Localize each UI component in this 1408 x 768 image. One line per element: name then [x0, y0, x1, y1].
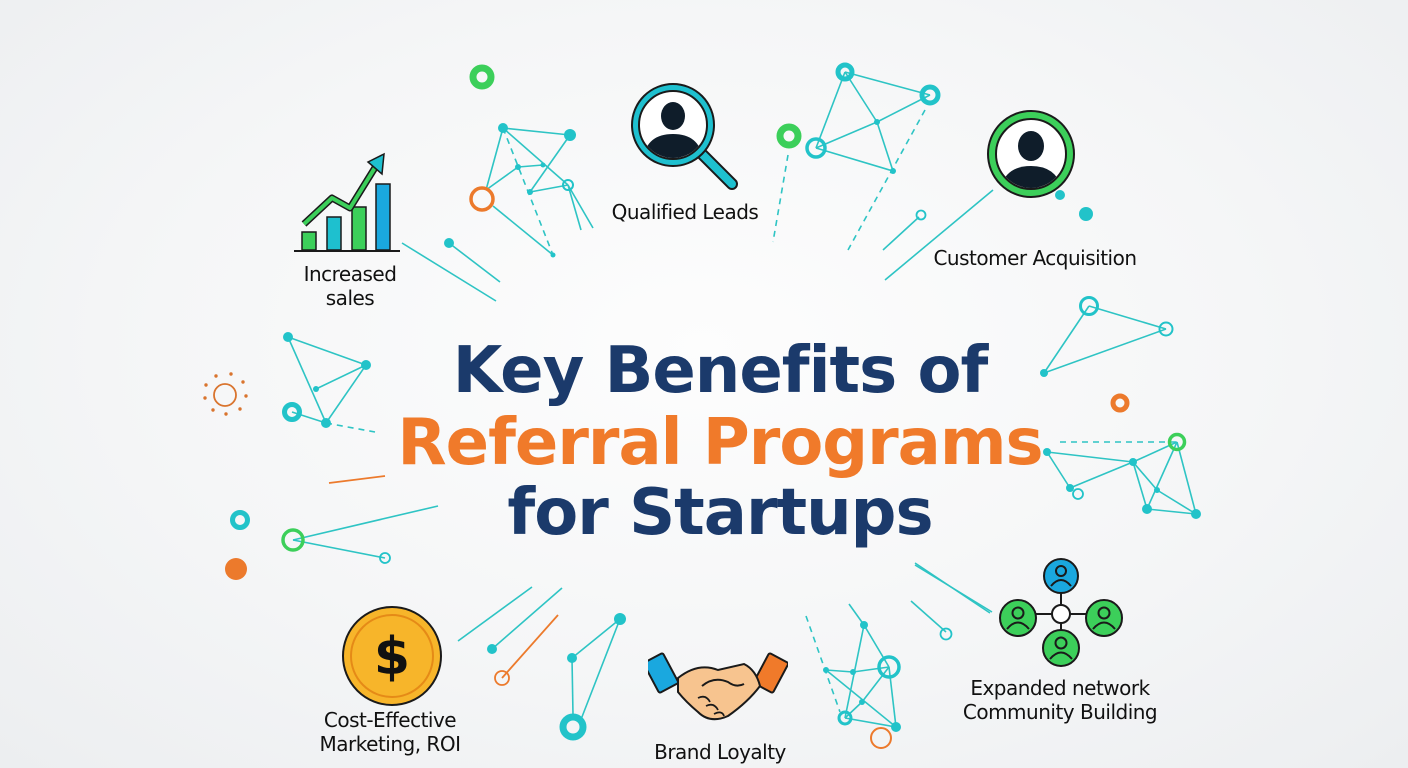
label-line: Community Building — [962, 700, 1158, 724]
label-line: Increased — [303, 262, 397, 286]
title-line-2: Referral Programs — [397, 406, 1043, 480]
label-line: Cost-Effective — [323, 708, 457, 732]
benefit-label-expanded-network: Expanded network Community Building — [945, 676, 1175, 724]
label-line: Marketing, ROI — [319, 732, 461, 756]
title-line-1: Key Benefits of — [452, 334, 989, 408]
person-circle-icon — [987, 110, 1075, 198]
label-line: Customer Acquisition — [933, 246, 1137, 270]
people-network-icon — [999, 558, 1123, 667]
label-line: sales — [325, 286, 375, 310]
dollar-coin-icon: $ — [342, 606, 442, 706]
label-line: Brand Loyalty — [654, 740, 786, 764]
benefit-label-customer-acquisition: Customer Acquisition — [920, 246, 1150, 270]
label-line: Qualified Leads — [611, 200, 759, 224]
benefit-label-qualified-leads: Qualified Leads — [590, 200, 780, 224]
svg-text:$: $ — [374, 627, 410, 687]
title-line-3: for Startups — [507, 476, 933, 550]
handshake-icon — [648, 652, 788, 721]
label-line: Expanded network — [970, 676, 1150, 700]
magnifier-person-icon — [631, 83, 738, 190]
benefit-label-increased-sales: Increased sales — [290, 262, 410, 310]
benefit-label-cost-effective: Cost-Effective Marketing, ROI — [300, 708, 480, 756]
bar-chart-arrow-icon — [294, 152, 400, 252]
benefit-label-brand-loyalty: Brand Loyalty — [630, 740, 810, 764]
